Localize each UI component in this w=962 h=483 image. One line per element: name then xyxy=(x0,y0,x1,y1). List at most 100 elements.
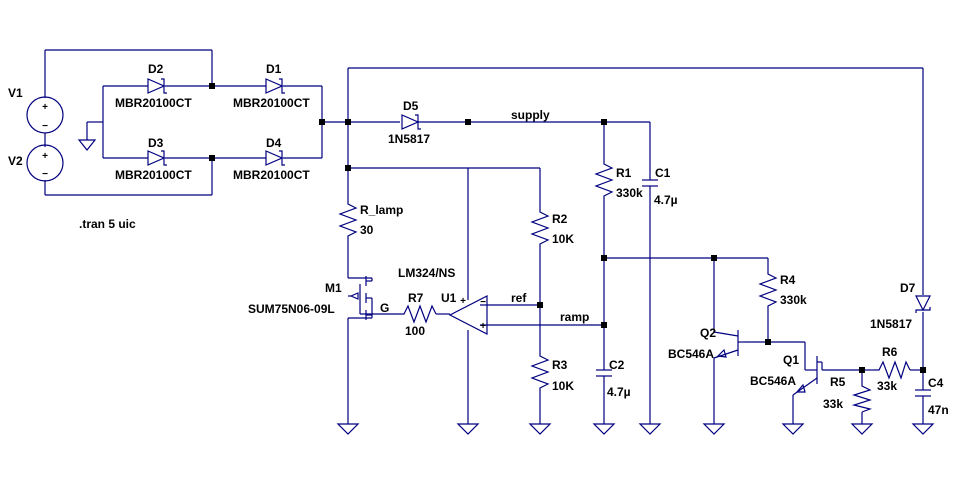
c4-label: C4 xyxy=(928,376,944,390)
r2-value: 10K xyxy=(552,232,574,246)
junction xyxy=(209,155,215,161)
ground-symbol xyxy=(702,423,726,435)
junction xyxy=(319,119,325,125)
resistor-r3[interactable] xyxy=(530,352,550,392)
resistor-r2[interactable] xyxy=(530,208,550,248)
d7-value: 1N5817 xyxy=(870,317,912,331)
r2-label: R2 xyxy=(552,212,568,226)
grounds xyxy=(77,139,935,435)
diode-d5[interactable] xyxy=(401,114,421,130)
v1-plus: + xyxy=(42,102,48,113)
bjt-q1[interactable] xyxy=(792,342,823,396)
resistor-r4[interactable] xyxy=(758,270,778,310)
d1-label: D1 xyxy=(266,62,282,76)
spice-directive[interactable]: .tran 5 uic xyxy=(79,217,136,231)
r3-label: R3 xyxy=(552,358,568,372)
junction xyxy=(209,83,215,89)
q2-value: BC546A xyxy=(668,347,714,361)
v1-label: V1 xyxy=(8,86,23,100)
resistor-r5[interactable] xyxy=(851,382,873,413)
ground-symbol xyxy=(336,423,360,435)
d2-value: MBR20100CT xyxy=(115,96,192,110)
r1-label: R1 xyxy=(616,166,632,180)
diode-d1[interactable] xyxy=(265,78,285,94)
mosfet-m1[interactable] xyxy=(348,276,373,320)
source-v2[interactable]: + − V2 xyxy=(8,144,64,182)
resistor-r-lamp[interactable] xyxy=(338,200,358,240)
junction xyxy=(711,255,717,261)
r7-value: 100 xyxy=(405,324,425,338)
ground-symbol xyxy=(528,423,552,435)
net-gate-label: G xyxy=(380,301,389,315)
r6-label: R6 xyxy=(882,345,898,359)
d3-value: MBR20100CT xyxy=(115,168,192,182)
u1-vplus: + xyxy=(460,296,466,307)
junction xyxy=(465,119,471,125)
r5-label: R5 xyxy=(830,375,846,389)
resistor-r1[interactable] xyxy=(594,160,614,200)
d3-label: D3 xyxy=(148,136,164,150)
r7-label: R7 xyxy=(408,291,424,305)
capacitor-c2[interactable] xyxy=(596,369,612,382)
diode-d7[interactable] xyxy=(915,295,931,313)
junction xyxy=(765,339,771,345)
wires xyxy=(44,49,924,424)
d4-label: D4 xyxy=(266,136,282,150)
resistor-r7[interactable] xyxy=(400,304,437,324)
ground-symbol xyxy=(850,423,874,435)
c2-label: C2 xyxy=(609,358,625,372)
bjt-q2[interactable] xyxy=(713,330,745,359)
net-ref-label: ref xyxy=(511,291,527,305)
r-lamp-label: R_lamp xyxy=(360,203,403,217)
r3-value: 10K xyxy=(552,379,574,393)
v2-plus: + xyxy=(42,151,48,162)
capacitor-c1[interactable] xyxy=(642,179,658,192)
u1-in-minus: − xyxy=(480,297,486,308)
diode-d4[interactable] xyxy=(265,150,285,166)
diode-d3[interactable] xyxy=(147,150,167,166)
resistor-r6[interactable] xyxy=(875,360,911,380)
u1-in-plus: + xyxy=(480,321,486,332)
junction xyxy=(345,165,351,171)
m1-value: SUM75N06-09L xyxy=(248,302,335,316)
ground-symbol xyxy=(592,423,616,435)
q1-label: Q1 xyxy=(783,353,799,367)
d4-value: MBR20100CT xyxy=(233,168,310,182)
capacitor-c4[interactable] xyxy=(915,389,931,402)
junction xyxy=(920,367,926,373)
d1-value: MBR20100CT xyxy=(233,96,310,110)
c2-value: 4.7µ xyxy=(607,385,631,399)
diode-d2[interactable] xyxy=(147,78,167,94)
ground-symbol xyxy=(456,423,480,435)
net-ramp-label: ramp xyxy=(560,310,589,324)
r4-value: 330k xyxy=(780,293,807,307)
junction xyxy=(537,302,543,308)
d2-label: D2 xyxy=(148,62,164,76)
d5-value: 1N5817 xyxy=(388,132,430,146)
u1-value: LM324/NS xyxy=(398,266,455,280)
c4-value: 47n xyxy=(928,403,949,417)
v2-minus: − xyxy=(42,169,48,180)
junctions xyxy=(209,83,926,373)
ground-symbol xyxy=(638,423,662,435)
u1-label: U1 xyxy=(441,291,457,305)
r-lamp-value: 30 xyxy=(360,223,374,237)
ground-symbol xyxy=(781,423,805,435)
v1-minus: − xyxy=(42,121,48,132)
junction xyxy=(601,255,607,261)
r6-value: 33k xyxy=(877,379,897,393)
m1-label: M1 xyxy=(325,281,342,295)
junction xyxy=(859,367,865,373)
junction xyxy=(601,119,607,125)
d7-label: D7 xyxy=(900,281,916,295)
c1-value: 4.7µ xyxy=(654,193,678,207)
q1-value: BC546A xyxy=(750,374,796,388)
r1-value: 330k xyxy=(616,186,643,200)
r4-label: R4 xyxy=(780,273,796,287)
opamp-u1[interactable] xyxy=(448,295,488,335)
junction xyxy=(345,119,351,125)
junction xyxy=(601,322,607,328)
ground-symbol xyxy=(77,139,97,151)
source-v1[interactable]: + − V1 xyxy=(8,86,64,134)
